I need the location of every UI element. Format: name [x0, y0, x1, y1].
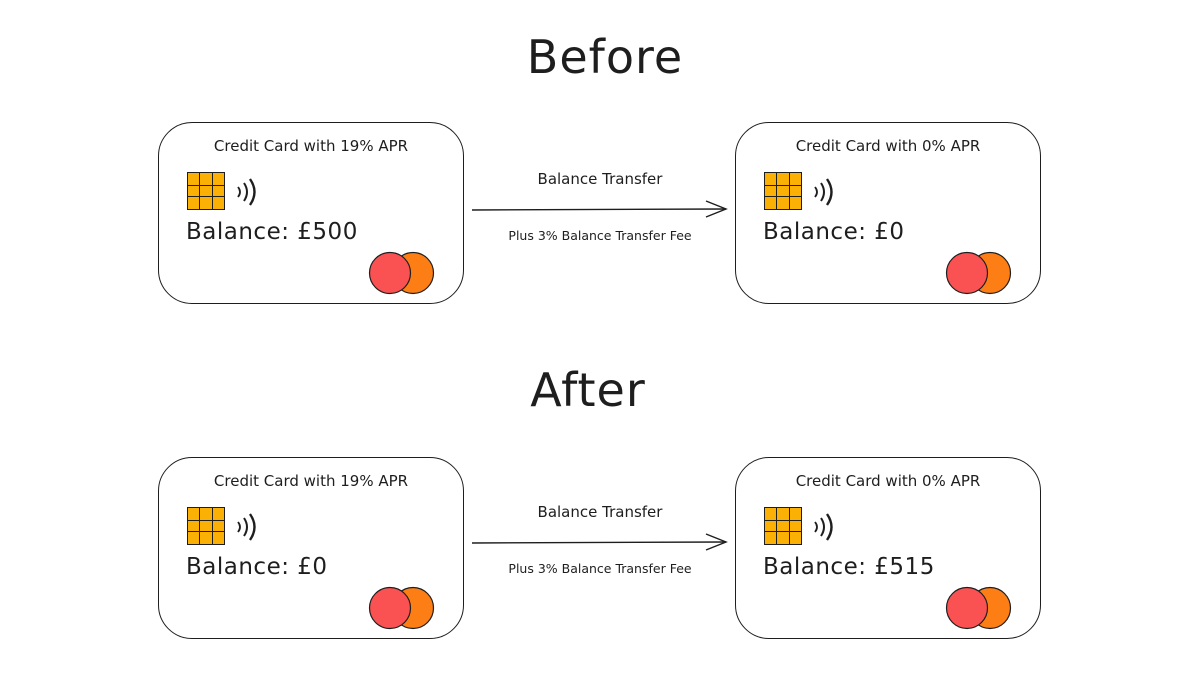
balance-transfer-arrow: Balance Transfer Plus 3% Balance Transfe… — [470, 170, 730, 250]
card-title: Credit Card with 0% APR — [795, 137, 981, 155]
fee-label: Plus 3% Balance Transfer Fee — [508, 561, 692, 576]
chip-icon — [764, 507, 802, 545]
credit-card-19-apr: Credit Card with 19% APR Balance: £0 — [158, 457, 464, 639]
contactless-icon — [237, 513, 256, 541]
card-title: Credit Card with 0% APR — [795, 472, 981, 490]
right-arrow-icon — [471, 533, 728, 551]
card-title: Credit Card with 19% APR — [213, 137, 409, 155]
card-balance: Balance: £0 — [186, 554, 328, 580]
card-network-logo-icon — [368, 586, 435, 630]
card-network-logo-icon — [368, 251, 435, 295]
chip-icon — [764, 172, 802, 210]
card-network-logo-icon — [945, 251, 1012, 295]
chip-icon — [187, 507, 225, 545]
right-arrow-icon — [471, 200, 728, 218]
credit-card-0-apr: Credit Card with 0% APR Balance: £515 — [735, 457, 1041, 639]
arrow-label: Balance Transfer — [537, 170, 663, 188]
contactless-icon — [814, 513, 833, 541]
contactless-icon — [814, 178, 833, 206]
chip-icon — [187, 172, 225, 210]
credit-card-0-apr: Credit Card with 0% APR Balance: £0 — [735, 122, 1041, 304]
card-title: Credit Card with 19% APR — [213, 472, 409, 490]
card-balance: Balance: £515 — [763, 554, 935, 580]
arrow-label: Balance Transfer — [537, 503, 663, 521]
section-heading-after: After — [530, 363, 646, 417]
fee-label: Plus 3% Balance Transfer Fee — [508, 228, 692, 243]
section-heading-before: Before — [526, 30, 684, 84]
card-balance: Balance: £0 — [763, 219, 905, 245]
card-balance: Balance: £500 — [186, 219, 358, 245]
contactless-icon — [237, 178, 256, 206]
credit-card-19-apr: Credit Card with 19% APR Balance: £500 — [158, 122, 464, 304]
balance-transfer-arrow: Balance Transfer Plus 3% Balance Transfe… — [470, 503, 730, 583]
card-network-logo-icon — [945, 586, 1012, 630]
